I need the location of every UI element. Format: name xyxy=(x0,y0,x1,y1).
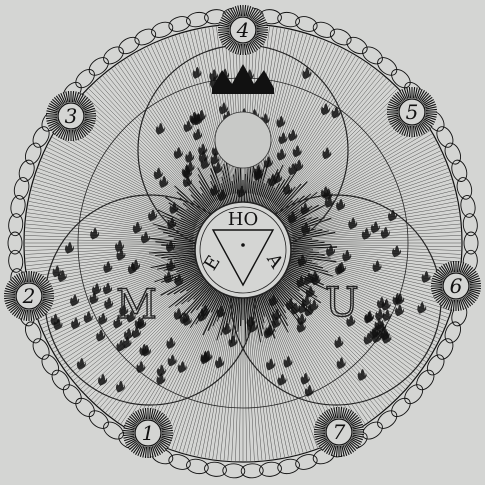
medallion-number: 4 xyxy=(236,18,250,42)
medallion-number: 6 xyxy=(450,274,463,298)
medallion-number: 2 xyxy=(22,284,36,308)
center-emblem: HO E A xyxy=(195,202,291,298)
medallion-number: 5 xyxy=(406,100,419,124)
medallion-number: 3 xyxy=(65,104,78,128)
upper-sphere xyxy=(215,112,271,168)
medallion-number: 7 xyxy=(333,420,346,444)
circle-letter-right: U xyxy=(325,280,359,326)
medallion-number: 1 xyxy=(142,421,155,445)
circle-letter-left: M xyxy=(116,282,157,328)
center-dot xyxy=(241,243,245,247)
center-word: HO xyxy=(228,209,258,230)
